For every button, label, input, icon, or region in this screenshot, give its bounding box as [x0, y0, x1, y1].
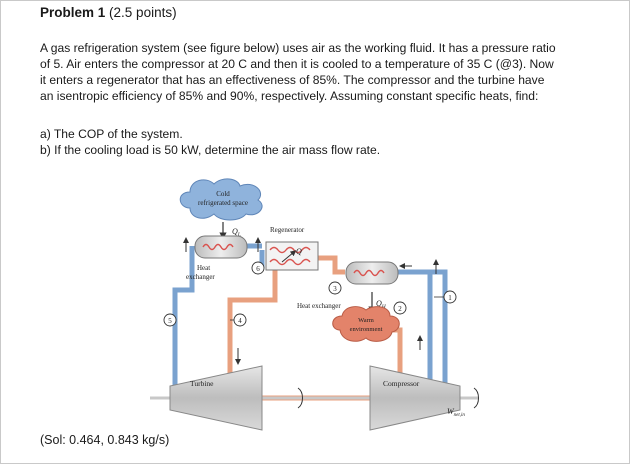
- problem-text-line: of 5. Air enters the compressor at 20 C …: [40, 57, 554, 71]
- compressor-label: Compressor: [383, 379, 420, 388]
- state-markers: 1 2 3 4 5 6: [163, 261, 457, 327]
- warm-environment-cloud: Warm environment: [332, 306, 400, 342]
- cold-space-label-2: refrigerated space: [198, 199, 248, 207]
- pipe-hot-regen-turbine: [227, 270, 278, 386]
- problem-text-line: an isentropic efficiency of 85% and 90%,…: [40, 89, 539, 103]
- q-regen-label: Q: [296, 247, 302, 256]
- problem-points: (2.5 points): [109, 5, 177, 20]
- turbine-label: Turbine: [190, 379, 214, 388]
- state-3: 3: [328, 281, 342, 295]
- state-6: 6: [251, 261, 265, 275]
- state-5: 5: [163, 313, 177, 327]
- warm-label-2: environment: [350, 326, 383, 333]
- state-1-label: 1: [448, 294, 452, 302]
- right-heat-exchanger: Heat exchanger: [297, 261, 399, 310]
- qh-label: QH: [376, 299, 387, 310]
- rotation-arrow-right: [473, 387, 479, 409]
- state-3-label: 3: [333, 285, 337, 293]
- state-2-label: 2: [398, 305, 402, 313]
- cold-space-label-1: Cold: [216, 190, 230, 198]
- w-net-label: Wnet,in: [447, 407, 465, 418]
- left-hx-label-1: Heat: [197, 264, 210, 272]
- rotation-arrow-mid: [297, 387, 303, 409]
- solution-text: (Sol: 0.464, 0.843 kg/s): [40, 433, 170, 447]
- question-b: b) If the cooling load is 50 kW, determi…: [40, 143, 381, 157]
- problem-text-line: it enters a regenerator that has an effe…: [40, 73, 545, 87]
- problem-heading: Problem 1: [40, 5, 106, 20]
- state-2: 2: [393, 301, 407, 315]
- pipe-cold-left: [172, 246, 195, 386]
- regenerator: Regenerator Q: [265, 226, 319, 271]
- compressor: Compressor: [369, 365, 461, 431]
- turbine: Turbine: [169, 365, 263, 431]
- problem-text-line: A gas refrigeration system (see figure b…: [40, 41, 556, 55]
- regenerator-label: Regenerator: [270, 226, 305, 234]
- cold-space-cloud: Cold refrigerated space: [179, 178, 263, 221]
- warm-label-1: Warm: [358, 317, 374, 324]
- question-a: a) The COP of the system.: [40, 127, 183, 141]
- state-5-label: 5: [168, 317, 172, 325]
- state-1: 1: [434, 290, 457, 304]
- state-4-label: 4: [238, 317, 242, 325]
- problem-title: Problem 1 (2.5 points): [40, 5, 177, 21]
- pipe-hot-hx-regen: [318, 255, 345, 275]
- right-hx-label: Heat exchanger: [297, 302, 341, 310]
- left-hx-label-2: exchanger: [186, 273, 215, 281]
- ql-label: QL: [232, 227, 241, 238]
- state-4: 4: [230, 313, 247, 327]
- state-6-label: 6: [256, 265, 260, 273]
- left-heat-exchanger: Heat exchanger: [186, 235, 248, 281]
